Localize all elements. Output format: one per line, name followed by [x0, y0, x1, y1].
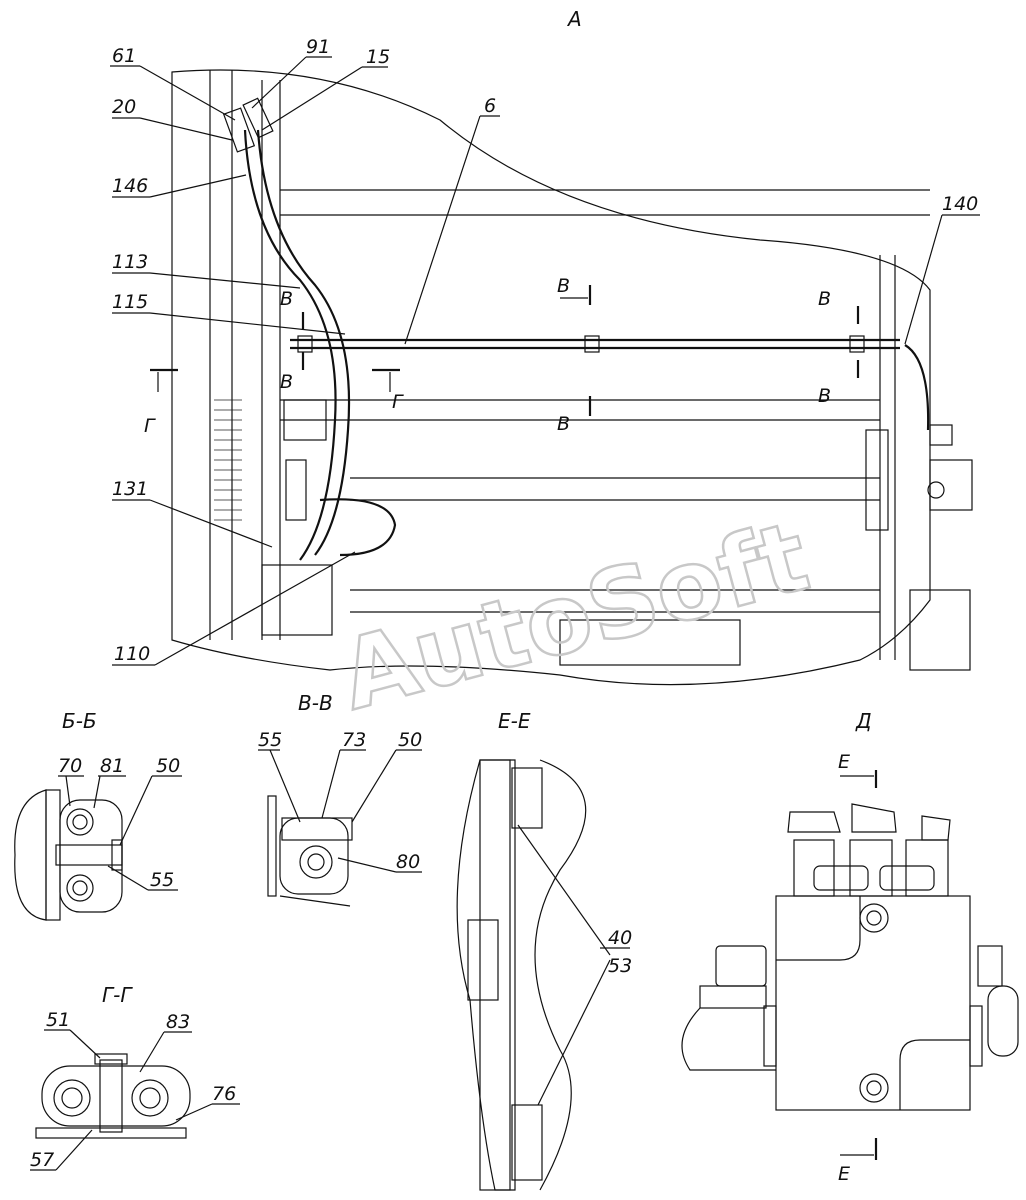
- callout-vv-73: 73: [342, 729, 366, 751]
- section-gg-title: Г-Г: [102, 983, 133, 1007]
- callout-20: 20: [112, 96, 136, 118]
- section-ee: Е-Е 40 53: [456, 709, 632, 1191]
- callout-bb-55: 55: [150, 869, 174, 891]
- callout-140: 140: [942, 193, 978, 215]
- callout-91: 91: [306, 36, 330, 58]
- callout-gg-51: 51: [46, 1009, 70, 1031]
- svg-text:Г: Г: [144, 415, 156, 437]
- watermark: AutoSoft: [328, 499, 820, 733]
- callout-110: 110: [114, 643, 150, 665]
- callout-6: 6: [484, 95, 496, 117]
- view-a-title: А: [566, 7, 582, 31]
- callout-vv-55: 55: [258, 729, 282, 751]
- section-bb: Б-Б 70 81 50 55: [14, 709, 182, 921]
- callout-gg-76: 76: [212, 1083, 236, 1105]
- section-gg: Г-Г 51 83 76 57: [30, 983, 240, 1171]
- callout-ee-53: 53: [608, 955, 632, 977]
- svg-text:В: В: [557, 413, 570, 435]
- callout-bb-50: 50: [156, 755, 180, 777]
- section-vv: В-В 55 73 50 80: [258, 691, 422, 907]
- callout-bb-70: 70: [58, 755, 82, 777]
- callout-113: 113: [112, 251, 148, 273]
- section-bb-title: Б-Б: [62, 709, 97, 733]
- svg-text:AutoSoft: AutoSoft: [329, 500, 819, 732]
- callout-ee-40: 40: [608, 927, 632, 949]
- section-vv-title: В-В: [298, 691, 333, 715]
- svg-text:В: В: [818, 288, 831, 310]
- svg-text:Е: Е: [838, 751, 850, 773]
- svg-text:Г: Г: [392, 391, 404, 413]
- section-ee-title: Е-Е: [498, 709, 531, 733]
- svg-text:В: В: [280, 371, 293, 393]
- callout-61: 61: [112, 45, 136, 67]
- callout-vv-50: 50: [398, 729, 422, 751]
- svg-text:Е: Е: [838, 1163, 850, 1185]
- callout-gg-83: 83: [166, 1011, 190, 1033]
- callout-15: 15: [366, 46, 390, 68]
- svg-text:В: В: [818, 385, 831, 407]
- callout-146: 146: [112, 175, 148, 197]
- callout-vv-80: 80: [396, 851, 420, 873]
- view-d-title: Д: [855, 709, 872, 733]
- view-a: А: [110, 7, 980, 686]
- view-d: Д Е Е: [681, 709, 1019, 1185]
- callout-115: 115: [112, 291, 148, 313]
- svg-text:В: В: [557, 275, 570, 297]
- svg-text:В: В: [280, 288, 293, 310]
- callout-gg-57: 57: [30, 1149, 54, 1171]
- callout-131: 131: [112, 478, 148, 500]
- callout-bb-81: 81: [100, 755, 124, 777]
